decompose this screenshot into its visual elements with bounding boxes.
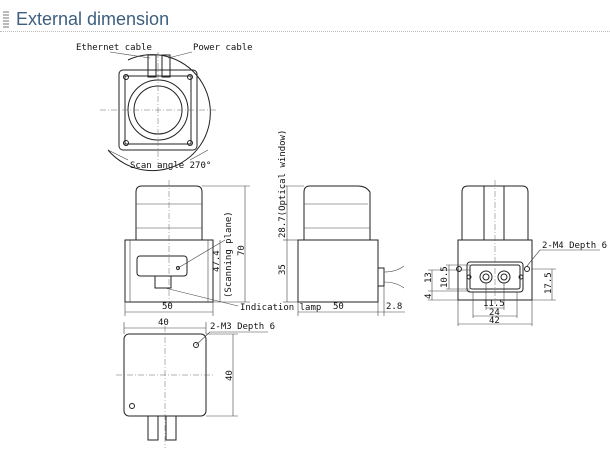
header-divider — [0, 31, 610, 32]
scan-angle-label: Scan angle 270° — [130, 161, 211, 171]
front-view: 50 70 47.4 (Scanning plane) Indication l… — [124, 180, 321, 316]
rear-11-5-dim: 11.5 — [483, 299, 505, 309]
bottom-view: 40 2-M3 Depth 6 40 — [116, 318, 275, 448]
side-offset-dim: 2.8 — [386, 302, 402, 312]
section-title: External dimension — [16, 9, 170, 29]
rear-13-dim: 13 — [424, 272, 434, 283]
rear-42-dim: 42 — [489, 316, 500, 326]
ethernet-cable-label: Ethernet cable — [76, 43, 152, 53]
m4-label: 2-M4 Depth 6 — [542, 241, 607, 251]
scan-height-dim: 47.4 — [212, 250, 222, 272]
side-base-dim: 35 — [278, 264, 288, 275]
rear-17-5-dim: 17.5 — [544, 272, 554, 294]
rear-10-5-dim: 10.5 — [440, 266, 450, 288]
section-marker-icon — [3, 11, 9, 28]
m3-label: 2-M3 Depth 6 — [210, 322, 275, 332]
optical-window-dim: 28.7(Optical window) — [278, 130, 288, 238]
rear-24-dim: 24 — [489, 308, 500, 318]
power-cable-label: Power cable — [193, 43, 253, 53]
side-view: 28.7(Optical window) 35 50 2.8 — [278, 130, 405, 316]
indication-lamp-label: Indication lamp — [240, 303, 321, 313]
side-width-dim: 50 — [333, 302, 344, 312]
rear-view: 2-M4 Depth 6 13 4 10.5 17.5 11.5 24 42 — [424, 180, 607, 326]
front-width-dim: 50 — [162, 302, 173, 312]
rear-4-dim: 4 — [424, 294, 434, 299]
bottom-width-dim: 40 — [158, 318, 169, 328]
scanning-plane-label: (Scanning plane) — [224, 211, 234, 298]
bottom-depth-dim: 40 — [225, 370, 235, 381]
front-height-dim: 70 — [237, 245, 247, 256]
section-header: External dimension — [0, 0, 610, 32]
top-view: Ethernet cable Power cable Scan angle 27… — [76, 43, 253, 172]
